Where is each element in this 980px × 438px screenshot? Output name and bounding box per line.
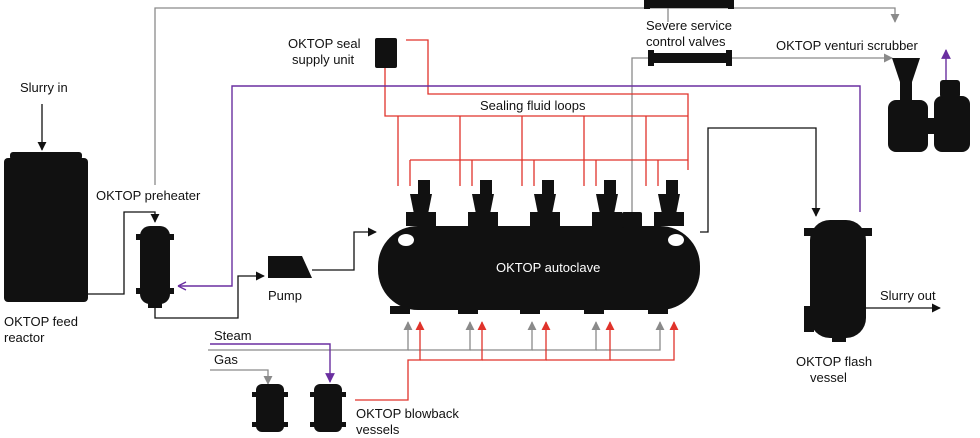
label-flash-2: vessel bbox=[810, 370, 847, 385]
label-seal-supply-1: OKTOP seal bbox=[288, 36, 361, 51]
label-pump: Pump bbox=[268, 288, 302, 303]
label-valves-1: Severe service bbox=[646, 18, 732, 33]
label-slurry-in: Slurry in bbox=[20, 80, 68, 95]
gas-lines bbox=[154, 7, 900, 385]
label-slurry-out: Slurry out bbox=[880, 288, 936, 303]
label-valves-2: control valves bbox=[646, 34, 726, 49]
steam-lines bbox=[177, 49, 951, 383]
venturi-scrubber bbox=[888, 58, 970, 152]
label-flash-1: OKTOP flash bbox=[796, 354, 872, 369]
label-blowback-2: vessels bbox=[356, 422, 400, 437]
preheater bbox=[136, 226, 174, 308]
label-autoclave: OKTOP autoclave bbox=[496, 260, 600, 275]
label-blowback-1: OKTOP blowback bbox=[356, 406, 459, 421]
label-sealing-loops: Sealing fluid loops bbox=[480, 98, 586, 113]
label-feed-reactor-2: reactor bbox=[4, 330, 45, 345]
autoclave bbox=[378, 226, 700, 314]
label-preheater: OKTOP preheater bbox=[96, 188, 201, 203]
feed-reactor bbox=[4, 152, 88, 302]
label-seal-supply-2: supply unit bbox=[292, 52, 355, 67]
label-gas: Gas bbox=[214, 352, 238, 367]
label-scrubber: OKTOP venturi scrubber bbox=[776, 38, 919, 53]
label-steam: Steam bbox=[214, 328, 252, 343]
blowback-vessel-gas bbox=[252, 384, 288, 432]
process-lines bbox=[37, 104, 941, 319]
label-feed-reactor-1: OKTOP feed bbox=[4, 314, 78, 329]
seal-supply-unit bbox=[375, 38, 397, 68]
control-valves bbox=[644, 0, 734, 66]
sealing-fluid-loops bbox=[355, 39, 689, 401]
blowback-vessel-steam bbox=[310, 384, 346, 432]
flash-vessel bbox=[804, 220, 872, 342]
agitator-mechanical-seals bbox=[406, 180, 684, 228]
pump bbox=[268, 256, 312, 278]
